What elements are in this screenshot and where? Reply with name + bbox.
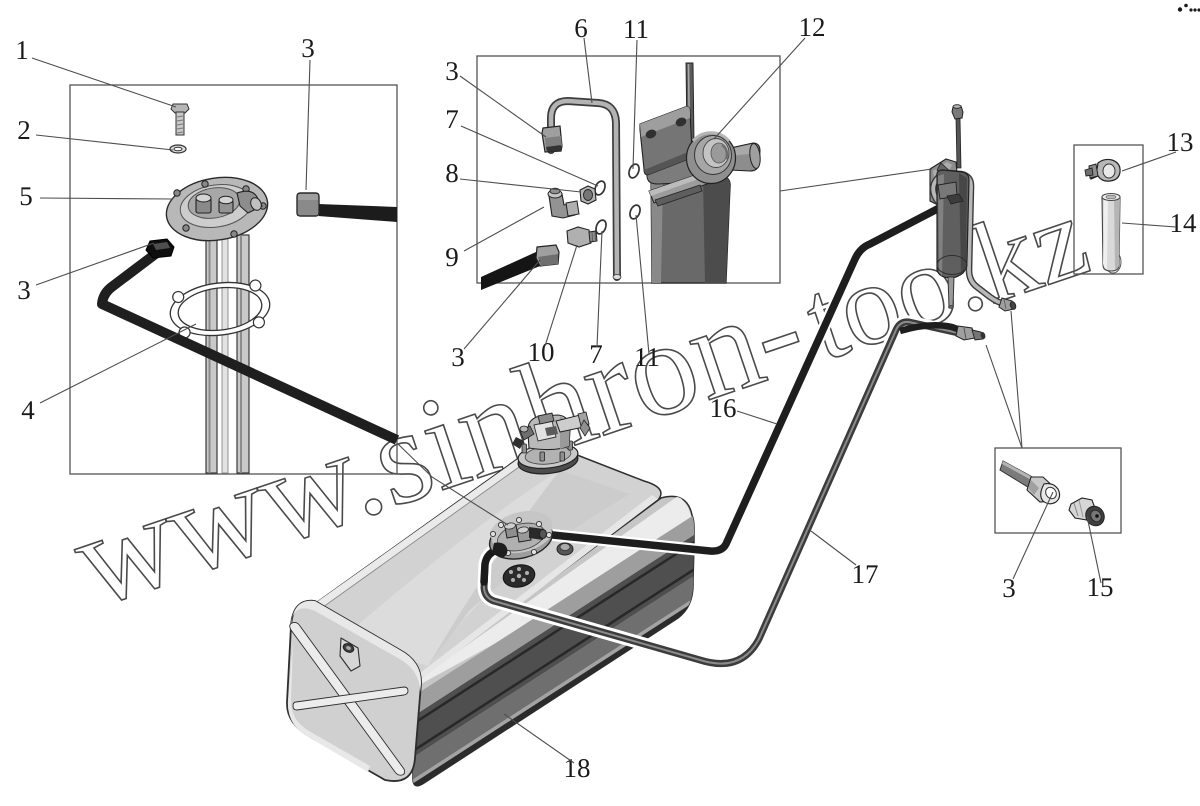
svg-text:3: 3 xyxy=(17,275,31,305)
svg-text:1: 1 xyxy=(15,35,29,65)
svg-text:3: 3 xyxy=(445,56,459,86)
svg-text:7: 7 xyxy=(445,104,459,134)
svg-text:2: 2 xyxy=(17,115,31,145)
svg-text:12: 12 xyxy=(799,12,826,42)
svg-text:11: 11 xyxy=(634,342,660,372)
svg-text:17: 17 xyxy=(852,559,879,589)
svg-text:3: 3 xyxy=(301,33,315,63)
svg-text:8: 8 xyxy=(445,158,459,188)
svg-text:4: 4 xyxy=(21,395,35,425)
svg-text:16: 16 xyxy=(710,393,737,423)
svg-text:7: 7 xyxy=(589,339,603,369)
svg-text:3: 3 xyxy=(451,342,465,372)
svg-text:6: 6 xyxy=(574,13,588,43)
svg-text:18: 18 xyxy=(564,753,591,783)
svg-text:14: 14 xyxy=(1170,208,1198,238)
svg-text:11: 11 xyxy=(623,14,649,44)
svg-text:5: 5 xyxy=(19,181,33,211)
svg-text:9: 9 xyxy=(445,242,459,272)
svg-text:13: 13 xyxy=(1167,127,1194,157)
svg-text:10: 10 xyxy=(528,337,555,367)
svg-text:3: 3 xyxy=(1002,573,1016,603)
